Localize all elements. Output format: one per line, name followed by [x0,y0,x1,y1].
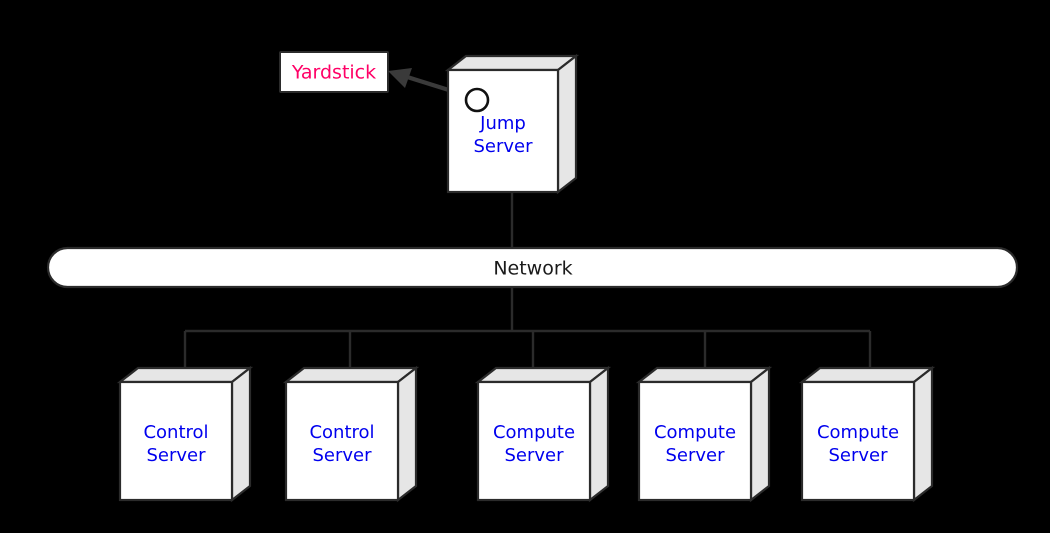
server-box-top [635,366,773,384]
server-label-line2: Server [312,445,372,466]
server-box-side [230,365,252,503]
jump-server-label-line1: Jump [479,113,526,134]
server-label-line1: Compute [817,422,899,443]
server-node[interactable]: Compute Server [798,365,936,503]
connector-group [183,192,872,375]
server-box-side [588,365,610,503]
server-box-front[interactable] [800,380,916,502]
server-label-line2: Server [828,445,888,466]
yardstick-label: Yardstick [291,62,376,84]
network-bar[interactable] [46,246,1019,289]
jump-server-box-top [444,54,580,72]
server-box-front[interactable] [637,380,753,502]
server-box-top [282,366,420,384]
server-box-front[interactable] [118,380,234,502]
server-label-line1: Control [143,422,208,443]
jump-server-box-front[interactable] [446,68,560,194]
server-label-line2: Server [665,445,725,466]
server-label-line1: Compute [654,422,736,443]
jump-server-node[interactable]: Jump Server [444,53,580,195]
server-node[interactable]: Control Server [116,365,254,503]
server-box-front[interactable] [476,380,592,502]
server-box-front[interactable] [284,380,400,502]
network-node[interactable]: Network [46,246,1019,289]
network-label: Network [493,258,572,280]
server-box-top [798,366,936,384]
server-box-side [912,365,934,503]
server-label-line1: Compute [493,422,575,443]
yardstick-node[interactable]: Yardstick [279,51,389,93]
jump-server-label-line2: Server [473,136,533,157]
server-label-line2: Server [146,445,206,466]
yardstick-box[interactable] [279,51,389,93]
server-box-top [474,366,612,384]
server-label-line2: Server [504,445,564,466]
jump-server-box-side [556,53,578,195]
server-label-line1: Control [309,422,374,443]
network-port-icon [464,87,490,113]
arrow-head-icon [388,68,412,88]
server-box-top [116,366,254,384]
server-node[interactable]: Compute Server [635,365,773,503]
server-box-side [396,365,418,503]
server-box-side [749,365,771,503]
server-node[interactable]: Control Server [282,365,420,503]
server-node[interactable]: Compute Server [474,365,612,503]
